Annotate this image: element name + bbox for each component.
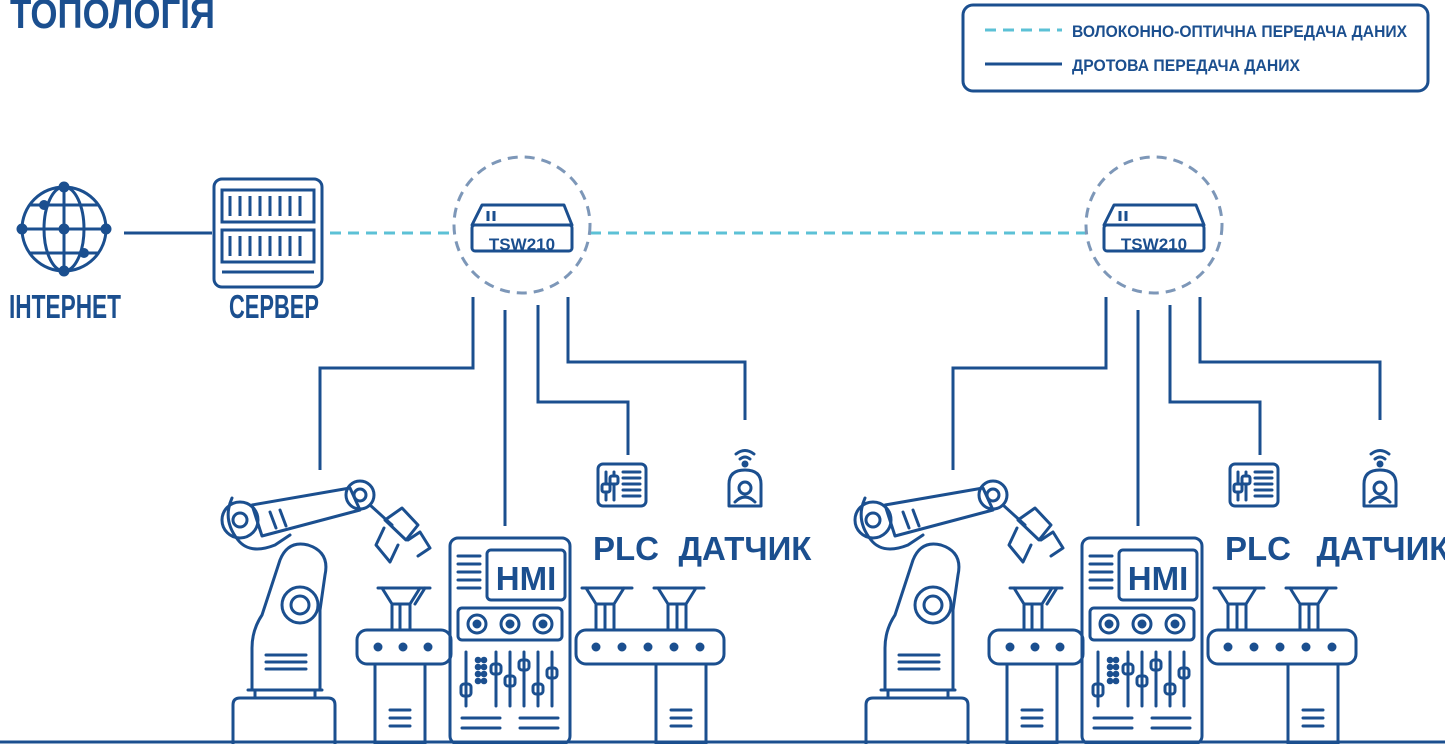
server-rack-icon [212,177,324,289]
cell-2: TSW210 HMI PLC ДАТЧИК [853,155,1445,744]
switch-zone-ring [452,155,592,295]
plc-icon [596,462,648,508]
plc-label: PLC [1225,530,1291,567]
hmi-label: HMI [1128,560,1189,597]
wifi-sensor-icon [1362,449,1398,508]
server-label: СЕРВЕР [229,288,319,325]
legend-wired-label: ДРОТОВА ПЕРЕДАЧА ДАНИХ [1072,56,1301,75]
switch-label: TSW210 [489,235,555,254]
sensor-label: ДАТЧИК [1317,530,1445,567]
plc-icon [1228,462,1280,508]
internet-label: ІНТЕРНЕТ [9,288,121,325]
legend-fiber-label: ВОЛОКОННО-ОПТИЧНА ПЕРЕДАЧА ДАНИХ [1072,22,1408,41]
wired-links [951,297,1382,526]
sensor-label: ДАТЧИК [679,530,813,567]
legend: ВОЛОКОННО-ОПТИЧНА ПЕРЕДАЧА ДАНИХ ДРОТОВА… [961,3,1430,93]
cell-1: TSW210 HMI PLC ДАТЧИК [220,155,813,744]
wired-links [318,297,747,526]
wifi-sensor-icon [727,449,763,508]
switch-label: TSW210 [1121,235,1187,254]
plc-label: PLC [593,530,659,567]
hmi-label: HMI [496,560,557,597]
globe-icon [16,181,112,277]
switch-zone-ring [1084,155,1224,295]
page-title: ТОПОЛОГІЯ [10,0,215,37]
